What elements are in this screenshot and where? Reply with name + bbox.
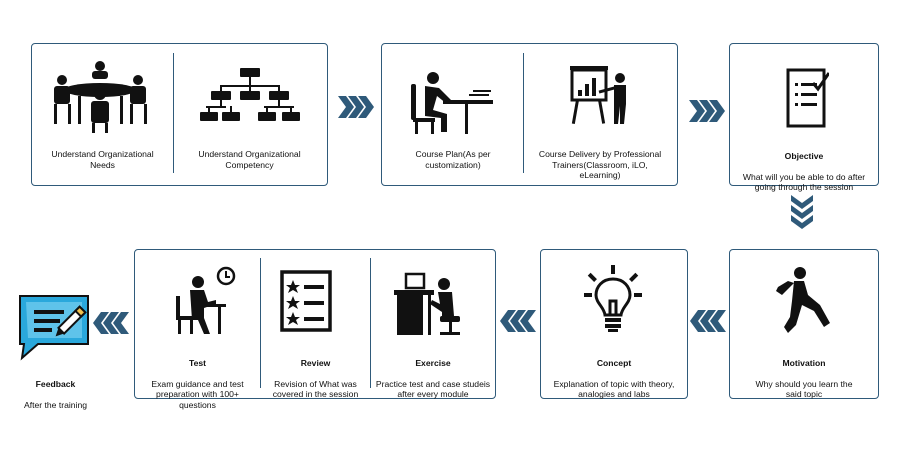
presenter-icon [570, 66, 626, 124]
objective-title: Objective [784, 150, 824, 161]
jumping-person-icon [776, 267, 830, 333]
divider [370, 258, 371, 388]
divider [523, 53, 524, 173]
chevron-left-icon [690, 310, 726, 332]
concept-label: Concept Explanation of topic with theory… [544, 347, 684, 400]
person-desk-icon [411, 72, 493, 134]
computer-user-icon [394, 272, 460, 335]
lightbulb-icon [584, 265, 642, 332]
org-chart-icon [200, 68, 300, 121]
chevron-right-icon [338, 96, 374, 118]
test-label: Test Exam guidance and test preparation … [140, 347, 255, 410]
objective-desc: What will you be able to do after going … [742, 171, 866, 193]
feedback-bubble-icon [19, 295, 89, 361]
chevron-right-icon [689, 100, 725, 122]
meeting-icon [54, 61, 147, 133]
review-label: Review Revision of What was covered in t… [263, 347, 368, 400]
plan-label: Course Plan(As per customization) [415, 149, 491, 170]
concept-title: Concept [596, 357, 632, 368]
chevron-left-icon [500, 310, 536, 332]
box-objective [729, 43, 879, 186]
star-list-icon [280, 270, 332, 332]
feedback-title: Feedback [35, 378, 76, 389]
motivation-desc: Why should you learn the said topic [755, 378, 853, 400]
feedback-desc: After the training [23, 399, 88, 410]
test-desc: Exam guidance and test preparation with … [151, 378, 244, 410]
needs-label: Understand Organizational Needs [51, 149, 154, 170]
divider [260, 258, 261, 388]
chevron-down-icon [791, 195, 813, 229]
objective-label: Objective What will you be able to do af… [734, 140, 874, 193]
divider [173, 53, 174, 173]
timed-test-icon [176, 266, 236, 334]
competency-label: Understand Organizational Competency [198, 149, 301, 170]
review-title: Review [300, 357, 331, 368]
box-practice [134, 249, 496, 399]
exercise-title: Exercise [415, 357, 451, 368]
feedback-label: Feedback After the training [8, 368, 103, 410]
concept-desc: Explanation of topic with theory, analog… [553, 378, 675, 400]
checklist-icon [786, 68, 829, 128]
exercise-label: Exercise Practice test and case studeis … [373, 347, 493, 400]
exercise-desc: Practice test and case studeis after eve… [375, 378, 491, 400]
review-desc: Revision of What was covered in the sess… [272, 378, 359, 400]
chevron-left-icon [93, 312, 129, 334]
motivation-title: Motivation [782, 357, 826, 368]
test-title: Test [188, 357, 207, 368]
motivation-label: Motivation Why should you learn the said… [734, 347, 874, 400]
delivery-label: Course Delivery by Professional Trainers… [538, 149, 662, 180]
